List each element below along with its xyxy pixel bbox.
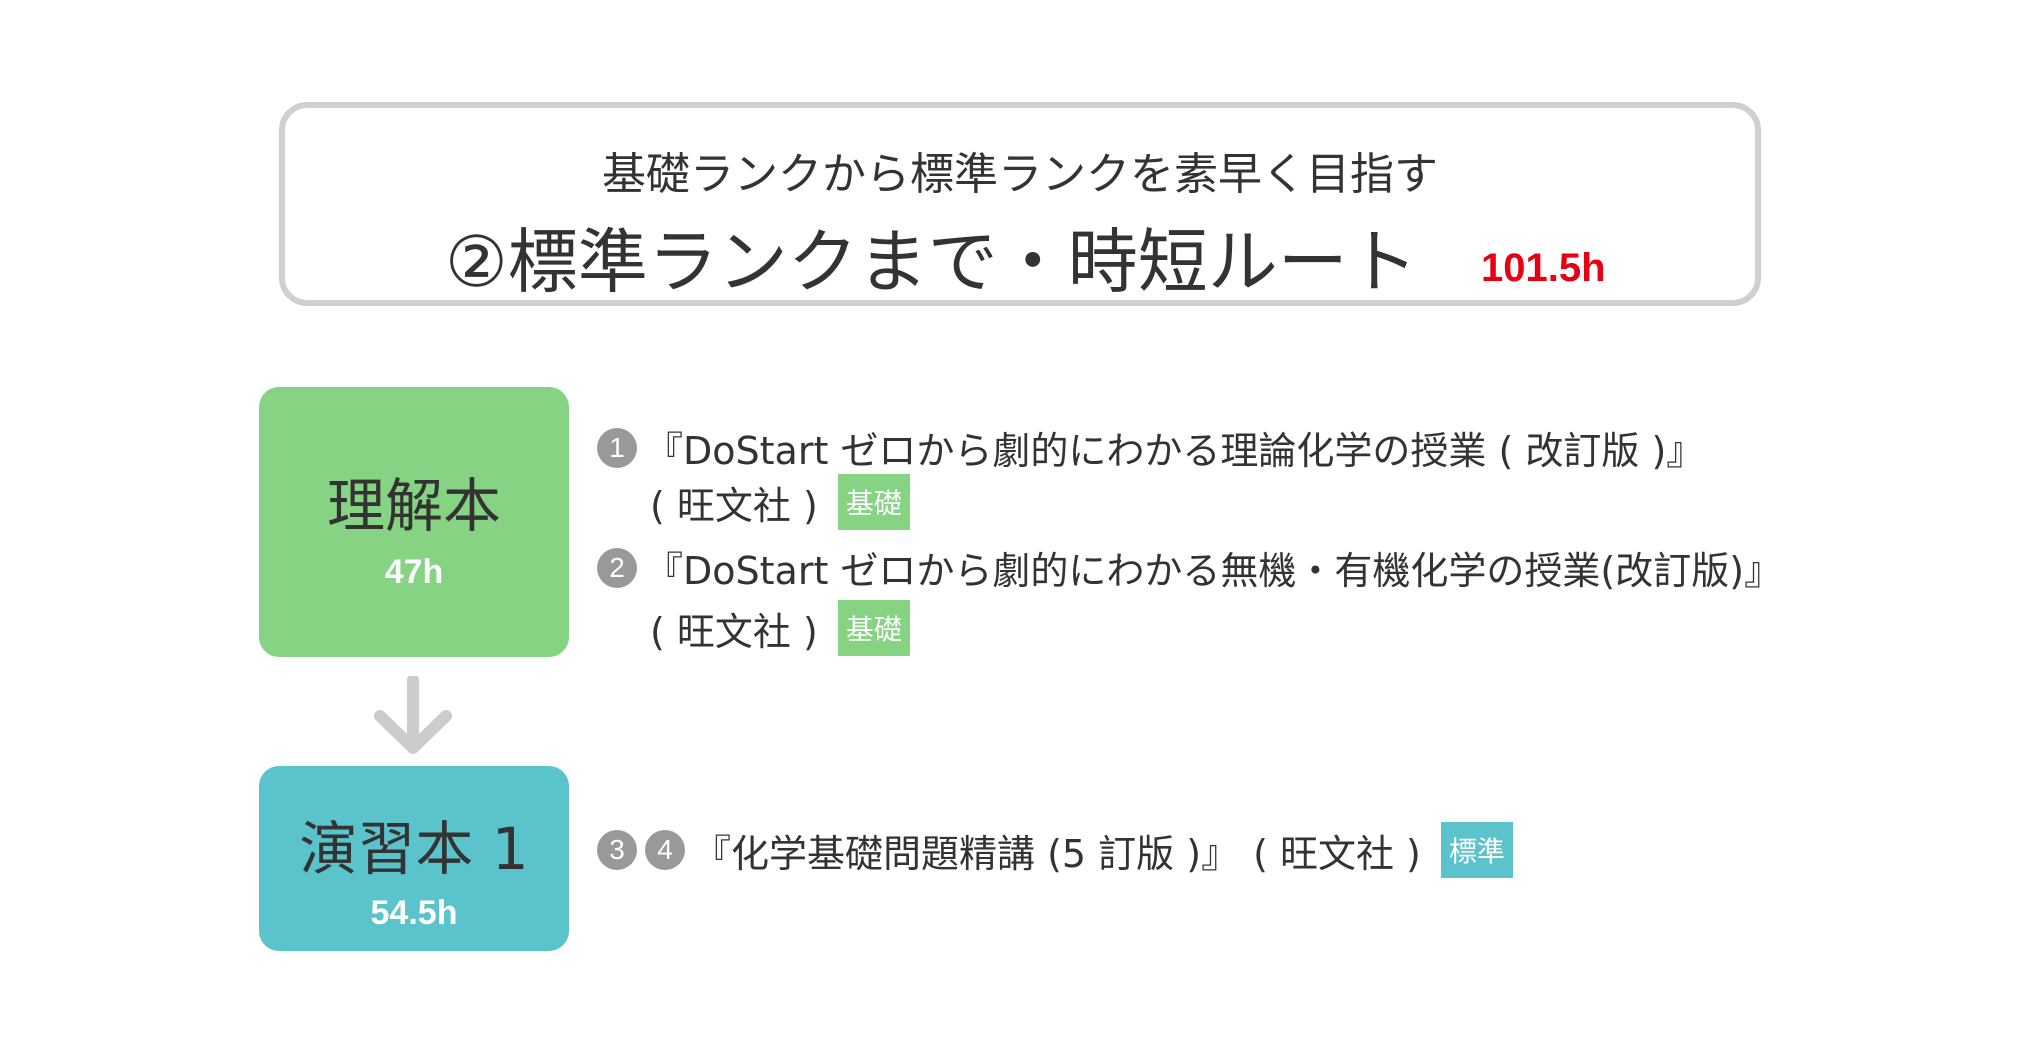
book-2-title-line: 2 『DoStart ゼロから劇的にわかる無機・有機化学の授業(改訂版)』 — [597, 540, 1782, 595]
number-badge: 1 — [597, 427, 637, 468]
route-title: ②標準ランクまで・時短ルート — [445, 221, 1418, 303]
book-publisher: ( 旺文社 ) — [650, 609, 818, 654]
total-hours: 101.5h — [1481, 246, 1606, 290]
book-title: 『化学基礎問題精講 (5 訂版 )』 — [693, 831, 1240, 876]
stage-practice: 演習本 1 54.5h — [259, 766, 569, 951]
book-1-title-line: 1 『DoStart ゼロから劇的にわかる理論化学の授業 ( 改訂版 )』 — [597, 420, 1704, 475]
number-badge: 2 — [597, 547, 637, 588]
number-badge: 4 — [645, 830, 685, 870]
level-badge: 標準 — [1440, 822, 1513, 878]
stage-hours: 54.5h — [370, 894, 458, 932]
level-badge: 基礎 — [837, 600, 910, 656]
level-badge: 基礎 — [837, 474, 910, 530]
book-1-publisher-line: ( 旺文社 ) 基礎 — [650, 474, 910, 530]
subtitle: 基礎ランクから標準ランクを素早く目指す — [602, 149, 1438, 200]
stage-label: 理解本 — [326, 472, 501, 540]
arrow-down-icon — [374, 676, 452, 754]
stage-label: 演習本 1 — [299, 815, 529, 883]
stage-understanding: 理解本 47h — [259, 387, 569, 657]
book-title: 『DoStart ゼロから劇的にわかる無機・有機化学の授業(改訂版)』 — [645, 549, 1783, 593]
book-publisher: ( 旺文社 ) — [1253, 831, 1421, 876]
book-publisher: ( 旺文社 ) — [650, 483, 818, 528]
book-2-publisher-line: ( 旺文社 ) 基礎 — [650, 600, 910, 656]
book-title: 『DoStart ゼロから劇的にわかる理論化学の授業 ( 改訂版 )』 — [645, 429, 1705, 473]
book-3-line: 3 4 『化学基礎問題精講 (5 訂版 )』 ( 旺文社 ) 標準 — [597, 822, 1513, 878]
title-banner: 基礎ランクから標準ランクを素早く目指す ②標準ランクまで・時短ルート 101.5… — [279, 102, 1761, 306]
stage-hours: 47h — [384, 553, 444, 591]
number-badge: 3 — [597, 830, 637, 870]
